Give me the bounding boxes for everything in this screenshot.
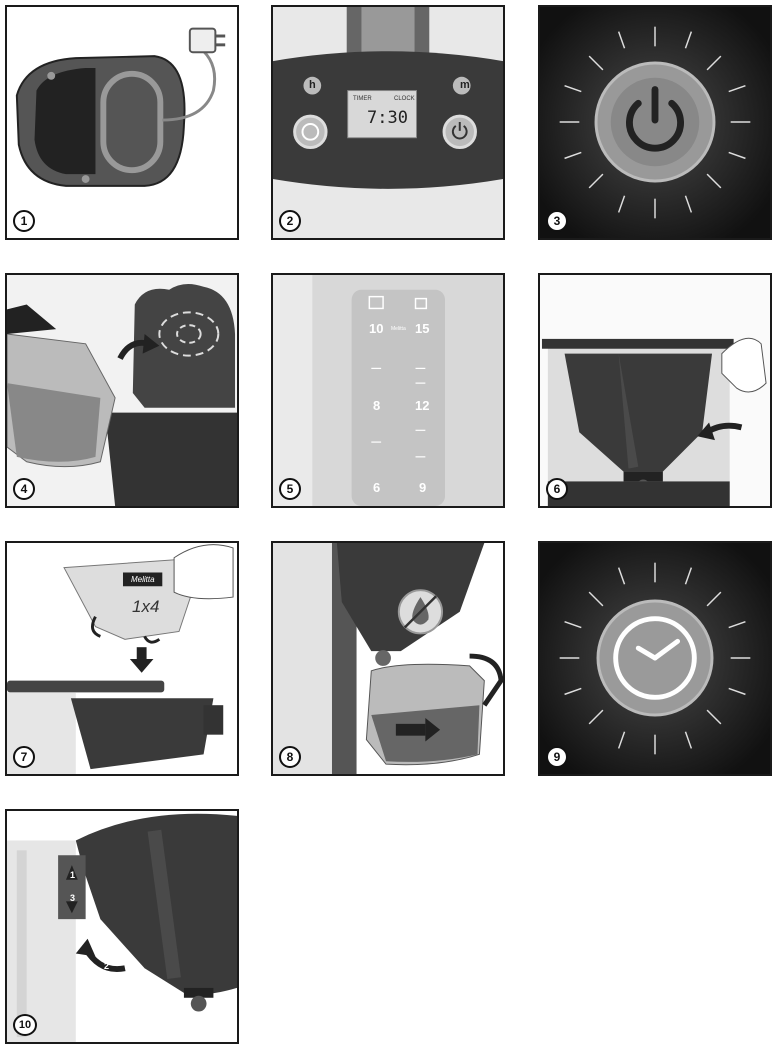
arrow-label-2: 2 — [104, 961, 110, 971]
m-button[interactable]: m — [460, 79, 470, 91]
base-plug-illustration — [15, 27, 226, 187]
step-4-panel: 4 — [5, 273, 239, 508]
scale-8: 8 — [373, 398, 381, 413]
scale-12: 12 — [415, 398, 430, 413]
scale-brand: Melitta — [391, 326, 406, 332]
time-display: 7:30 — [367, 108, 408, 128]
scale-10: 10 — [369, 321, 384, 336]
h-button[interactable]: h — [309, 79, 316, 91]
arrow-label-1: 1 — [70, 870, 76, 880]
step-number-badge: 8 — [279, 746, 301, 768]
swing-filter-illustration — [7, 811, 237, 1042]
scale-15: 15 — [415, 321, 430, 336]
step-number-badge: 2 — [279, 210, 301, 232]
power-button-illustration — [540, 7, 770, 238]
step-7-panel: Melitta 1x4 7 — [5, 541, 239, 776]
step-number-badge: 5 — [279, 478, 301, 500]
fill-water-illustration — [7, 275, 237, 506]
step-5-panel: 10 Melitta 15 8 12 6 9 5 — [271, 273, 505, 508]
filter-size: 1x4 — [132, 597, 160, 616]
step-number-badge: 4 — [13, 478, 35, 500]
drip-stop-illustration — [273, 543, 503, 774]
step-9-panel: 9 — [538, 541, 772, 776]
power-icon — [626, 99, 684, 152]
scale-9: 9 — [419, 480, 427, 495]
timer-label: TIMER — [353, 96, 372, 102]
control-panel-illustration — [273, 7, 503, 238]
step-10-panel: 1 3 2 10 — [5, 809, 239, 1044]
step-number-badge: 3 — [546, 210, 568, 232]
water-scale-illustration — [273, 275, 503, 506]
cup-icon — [368, 295, 384, 310]
step-number-badge: 10 — [13, 1014, 37, 1036]
step-number-badge: 7 — [13, 746, 35, 768]
paper-filter-illustration — [7, 543, 237, 774]
step-6-panel: 6 — [538, 273, 772, 508]
arrow-label-3: 3 — [70, 893, 76, 903]
filter-brand: Melitta — [131, 575, 155, 584]
step-3-panel: 3 — [538, 5, 772, 240]
clock-icon — [613, 616, 697, 700]
step-8-panel: 8 — [271, 541, 505, 776]
step-number-badge: 1 — [13, 210, 35, 232]
clock-label: CLOCK — [394, 96, 415, 102]
step-number-badge: 6 — [546, 478, 568, 500]
clock-button-illustration — [540, 543, 770, 774]
step-1-panel: 1 — [5, 5, 239, 240]
filter-holder-illustration — [540, 275, 770, 506]
scale-6: 6 — [373, 480, 381, 495]
step-number-badge: 9 — [546, 746, 568, 768]
step-2-panel: h m TIMER CLOCK 7:30 2 — [271, 5, 505, 240]
